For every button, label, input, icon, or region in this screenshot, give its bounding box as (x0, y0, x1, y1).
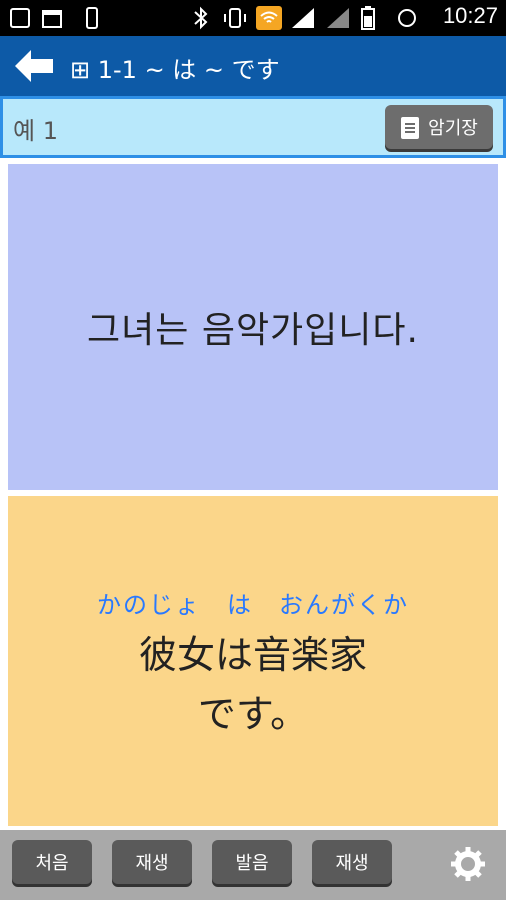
settings-status-icon (398, 9, 416, 27)
bluetooth-icon (194, 6, 208, 30)
vibrate-icon (224, 8, 246, 28)
replay-button[interactable]: 재생 (312, 840, 392, 884)
pronounce-button[interactable]: 발음 (212, 840, 292, 884)
first-button[interactable]: 처음 (12, 840, 92, 884)
first-button-label: 처음 (35, 853, 69, 874)
japanese-sentence-line2: です。 (197, 691, 309, 736)
japanese-sentence-card[interactable]: かのじょ は おんがくか 彼女は音楽家 です。 (8, 496, 498, 826)
korean-sentence-card[interactable]: 그녀는 음악가입니다. (8, 164, 498, 490)
korean-sentence: 그녀는 음악가입니다. (87, 310, 419, 351)
title-bar: ⊞ 1-1 ~ は ~ です (0, 36, 506, 96)
status-bar: 10:27 (0, 0, 506, 36)
calendar-icon (42, 10, 62, 28)
furigana-reading: かのじょ は おんがくか (97, 590, 409, 619)
phone-icon (86, 7, 98, 29)
replay-button-label: 재생 (335, 853, 369, 874)
network-icon (327, 8, 349, 28)
clock: 10:27 (442, 3, 498, 28)
search-input[interactable] (11, 107, 375, 149)
search-row: 암기장 (0, 96, 506, 158)
memo-button[interactable]: 암기장 (385, 105, 493, 149)
settings-button[interactable] (448, 844, 488, 884)
signal-icon (292, 8, 314, 28)
back-button[interactable] (8, 44, 60, 88)
battery-icon (361, 6, 375, 30)
back-arrow-icon (15, 50, 53, 82)
notification-icon (10, 8, 30, 28)
play-button[interactable]: 재생 (112, 840, 192, 884)
bottom-bar: 처음 재생 발음 재생 (0, 830, 506, 900)
gear-icon (451, 847, 485, 881)
notepad-icon (401, 117, 420, 139)
wifi-icon (256, 6, 282, 30)
play-button-label: 재생 (135, 853, 169, 874)
pronounce-button-label: 발음 (235, 853, 269, 874)
page-title: ⊞ 1-1 ~ は ~ です (70, 56, 280, 84)
memo-button-label: 암기장 (428, 118, 478, 139)
japanese-sentence-line1: 彼女は音楽家 (138, 632, 367, 677)
